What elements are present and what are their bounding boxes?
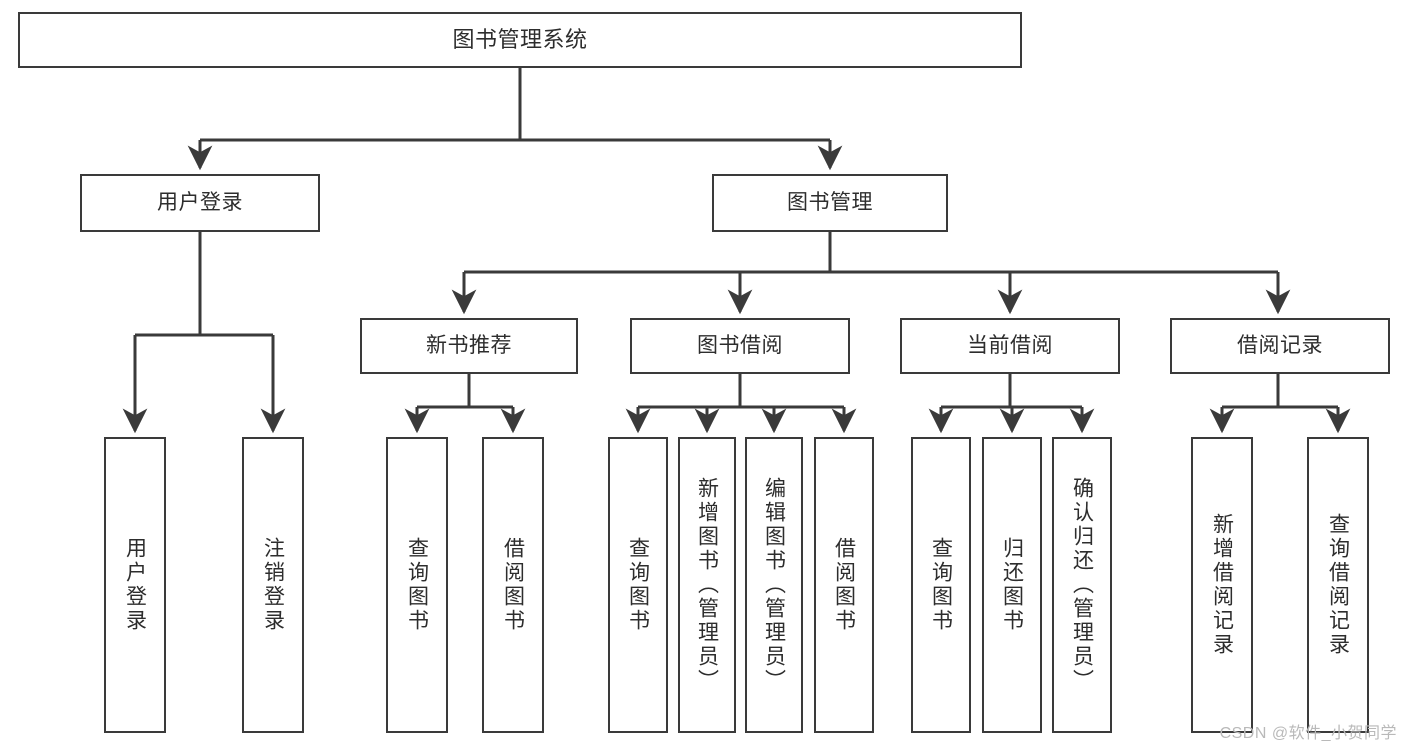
node-leaf-add-book-admin[interactable]: 新增图书（管理员）: [678, 437, 736, 733]
node-leaf-borrow-books-rec-label: 借阅图书: [501, 537, 525, 633]
node-book-borrow[interactable]: 图书借阅: [630, 318, 850, 374]
node-borrow-record[interactable]: 借阅记录: [1170, 318, 1390, 374]
node-root-label: 图书管理系统: [452, 27, 588, 53]
node-book-borrow-label: 图书借阅: [697, 333, 783, 357]
node-leaf-query-borrow-record-label: 查询借阅记录: [1326, 513, 1350, 657]
node-leaf-return-book[interactable]: 归还图书: [982, 437, 1042, 733]
node-leaf-user-login-label: 用户登录: [123, 537, 147, 633]
node-leaf-confirm-return-admin-label: 确认归还（管理员）: [1070, 477, 1094, 693]
node-borrow-record-label: 借阅记录: [1237, 333, 1323, 357]
node-leaf-edit-book-admin[interactable]: 编辑图书（管理员）: [745, 437, 803, 733]
node-leaf-query-books-rec[interactable]: 查询图书: [386, 437, 448, 733]
node-leaf-query-books-borrow-label: 查询图书: [626, 537, 650, 633]
node-leaf-query-books-current-label: 查询图书: [929, 537, 953, 633]
node-current-borrow-label: 当前借阅: [967, 333, 1053, 357]
node-root[interactable]: 图书管理系统: [18, 12, 1022, 68]
csdn-watermark: CSDN @软件_小贺同学: [1219, 725, 1397, 742]
node-leaf-borrow-book[interactable]: 借阅图书: [814, 437, 874, 733]
node-user-login-label: 用户登录: [157, 190, 243, 214]
node-leaf-confirm-return-admin[interactable]: 确认归还（管理员）: [1052, 437, 1112, 733]
node-leaf-borrow-books-rec[interactable]: 借阅图书: [482, 437, 544, 733]
node-leaf-query-borrow-record[interactable]: 查询借阅记录: [1307, 437, 1369, 733]
node-leaf-query-books-borrow[interactable]: 查询图书: [608, 437, 668, 733]
node-leaf-logout-login[interactable]: 注销登录: [242, 437, 304, 733]
node-leaf-user-login[interactable]: 用户登录: [104, 437, 166, 733]
node-new-book-recommend[interactable]: 新书推荐: [360, 318, 578, 374]
node-leaf-add-book-admin-label: 新增图书（管理员）: [695, 477, 719, 693]
node-leaf-return-book-label: 归还图书: [1000, 537, 1024, 633]
node-leaf-query-books-current[interactable]: 查询图书: [911, 437, 971, 733]
node-leaf-logout-login-label: 注销登录: [261, 537, 285, 633]
node-leaf-add-borrow-record-label: 新增借阅记录: [1210, 513, 1234, 657]
node-leaf-query-books-rec-label: 查询图书: [405, 537, 429, 633]
node-current-borrow[interactable]: 当前借阅: [900, 318, 1120, 374]
node-leaf-borrow-book-label: 借阅图书: [832, 537, 856, 633]
node-leaf-add-borrow-record[interactable]: 新增借阅记录: [1191, 437, 1253, 733]
node-book-management-label: 图书管理: [787, 190, 873, 214]
node-book-management[interactable]: 图书管理: [712, 174, 948, 232]
node-user-login[interactable]: 用户登录: [80, 174, 320, 232]
node-leaf-edit-book-admin-label: 编辑图书（管理员）: [762, 477, 786, 693]
node-new-book-recommend-label: 新书推荐: [426, 333, 512, 357]
